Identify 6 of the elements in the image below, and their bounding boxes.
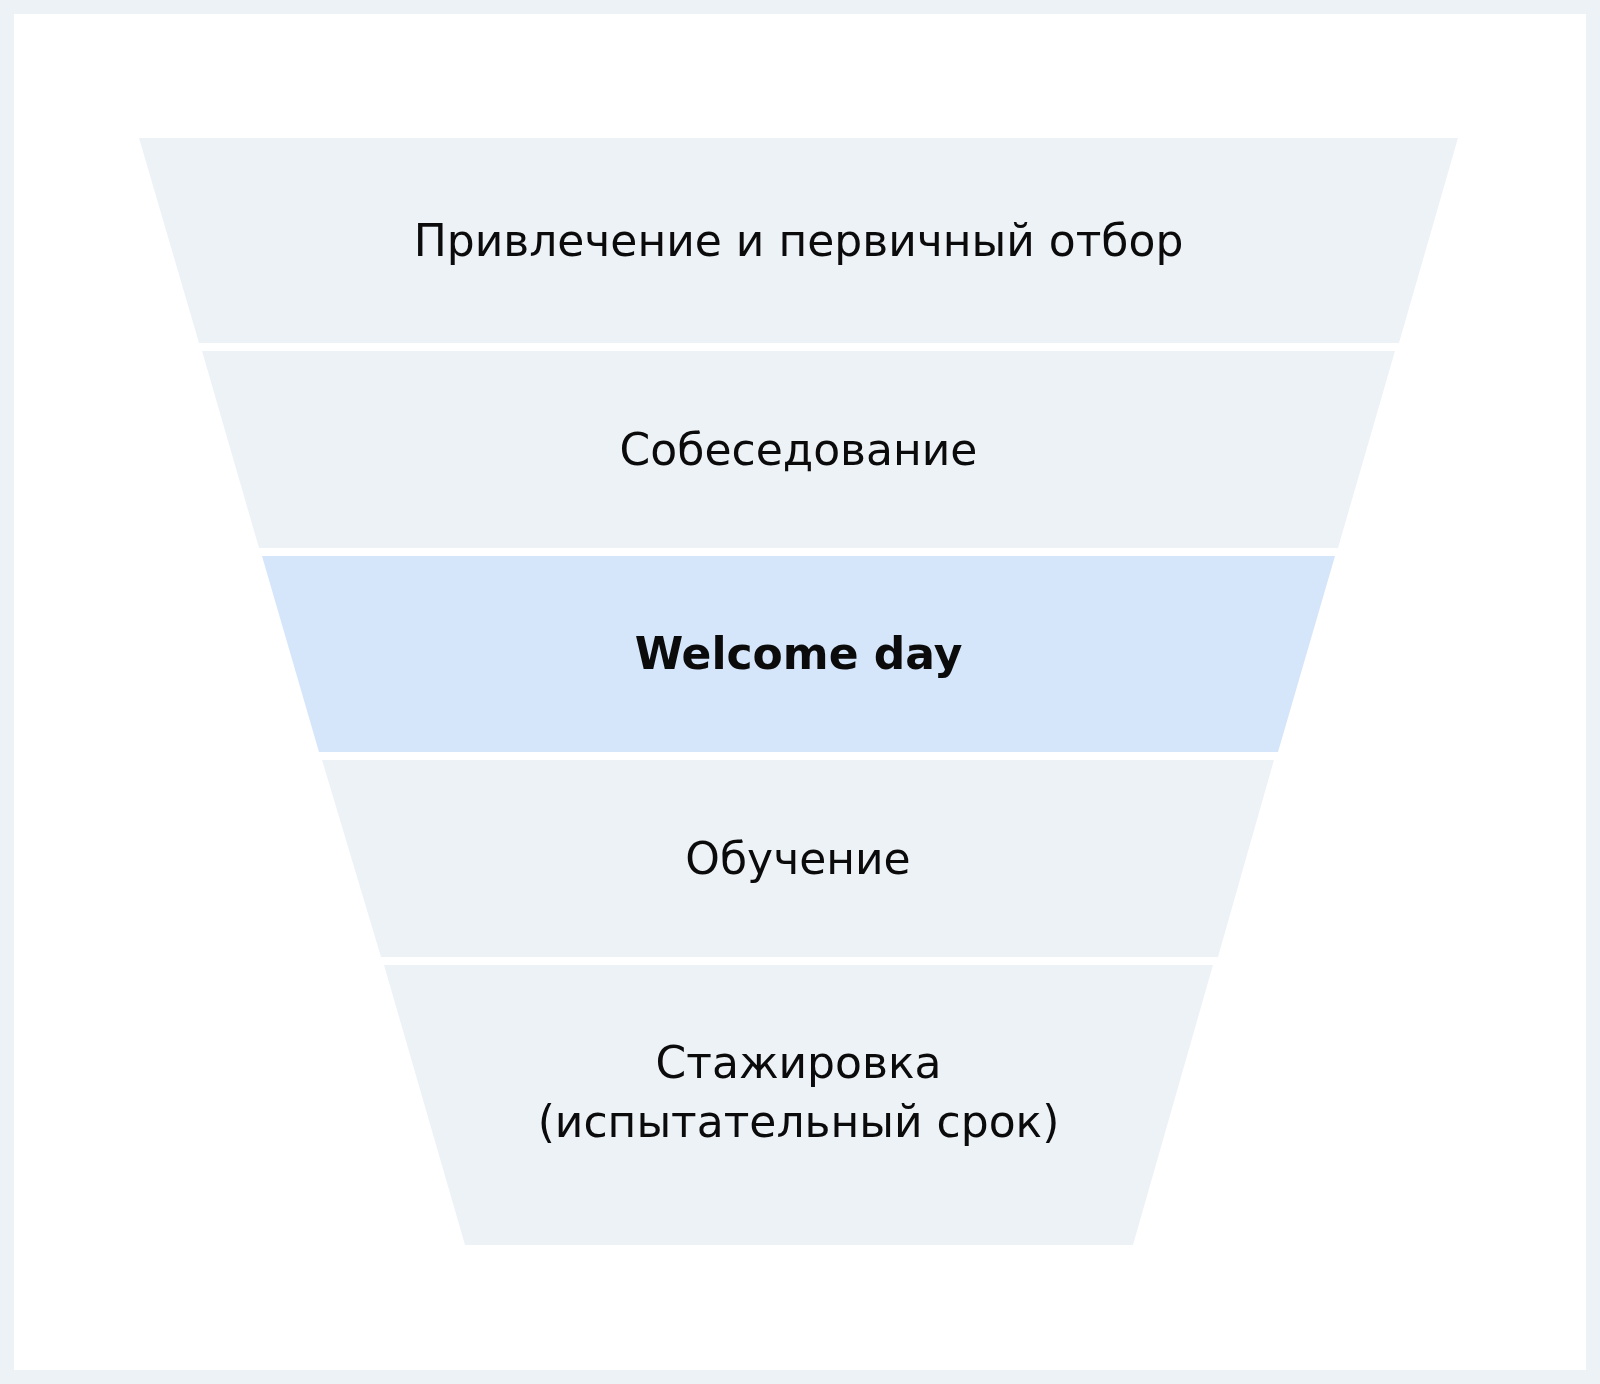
funnel-stage [262, 556, 1335, 752]
stage-label: Собеседование [619, 422, 978, 477]
stage-label: Привлечение и первичный отбор [413, 213, 1184, 268]
stage-label: Стажировка (испытательный срок) [536, 1035, 1061, 1149]
stage-label: Welcome day [634, 627, 963, 682]
stage-label: Обучение [685, 831, 911, 886]
